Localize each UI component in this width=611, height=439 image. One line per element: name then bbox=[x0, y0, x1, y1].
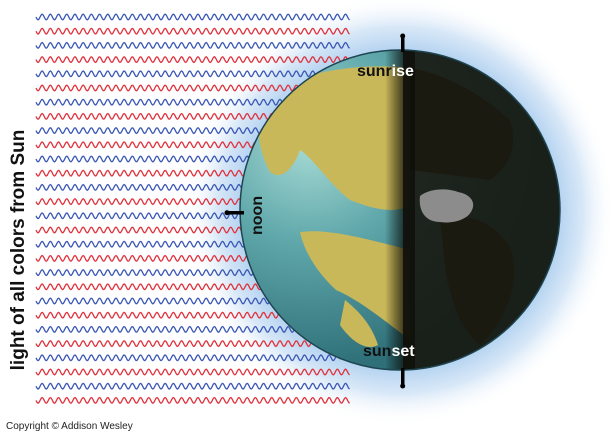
light-wave bbox=[35, 27, 350, 35]
sunset-label: sunset bbox=[363, 343, 415, 360]
sunset-observer bbox=[400, 368, 406, 389]
light-wave bbox=[35, 354, 341, 362]
light-wave bbox=[35, 396, 350, 404]
light-wave bbox=[35, 311, 282, 319]
land-north-america bbox=[300, 231, 410, 340]
sunlight-label: light of all colors from Sun bbox=[8, 129, 29, 371]
light-wave bbox=[35, 84, 299, 92]
light-wave bbox=[35, 183, 244, 191]
light-wave bbox=[35, 325, 296, 333]
light-wave bbox=[35, 56, 348, 64]
light-wave bbox=[35, 254, 250, 262]
land-asia bbox=[258, 66, 410, 210]
terminator-shade bbox=[385, 50, 415, 370]
light-wave bbox=[35, 368, 350, 376]
globe-outline bbox=[239, 49, 561, 371]
light-wave bbox=[35, 127, 263, 135]
land-americas-south bbox=[340, 300, 378, 348]
light-wave bbox=[35, 70, 318, 78]
light-wave bbox=[35, 212, 243, 220]
light-wave bbox=[35, 13, 350, 21]
noon-observer bbox=[224, 210, 244, 216]
light-wave bbox=[35, 41, 350, 49]
greenland-ice bbox=[419, 189, 474, 223]
light-wave bbox=[35, 240, 247, 248]
light-wave bbox=[35, 382, 350, 390]
light-wave bbox=[35, 98, 284, 106]
light-wave bbox=[35, 198, 243, 206]
light-wave bbox=[35, 112, 273, 120]
light-wave bbox=[35, 155, 251, 163]
light-wave bbox=[35, 283, 263, 291]
light-wave bbox=[35, 226, 244, 234]
noon-label: noon bbox=[249, 196, 266, 235]
sunrise-observer bbox=[400, 33, 406, 52]
light-wave bbox=[35, 269, 255, 277]
light-wave bbox=[35, 297, 271, 305]
copyright-text: Copyright © Addison Wesley bbox=[6, 421, 133, 432]
light-wave bbox=[35, 169, 247, 177]
light-wave bbox=[35, 340, 314, 348]
light-wave bbox=[35, 141, 256, 149]
sunrise-label: sunrise bbox=[357, 63, 414, 80]
light-waves bbox=[35, 13, 350, 404]
